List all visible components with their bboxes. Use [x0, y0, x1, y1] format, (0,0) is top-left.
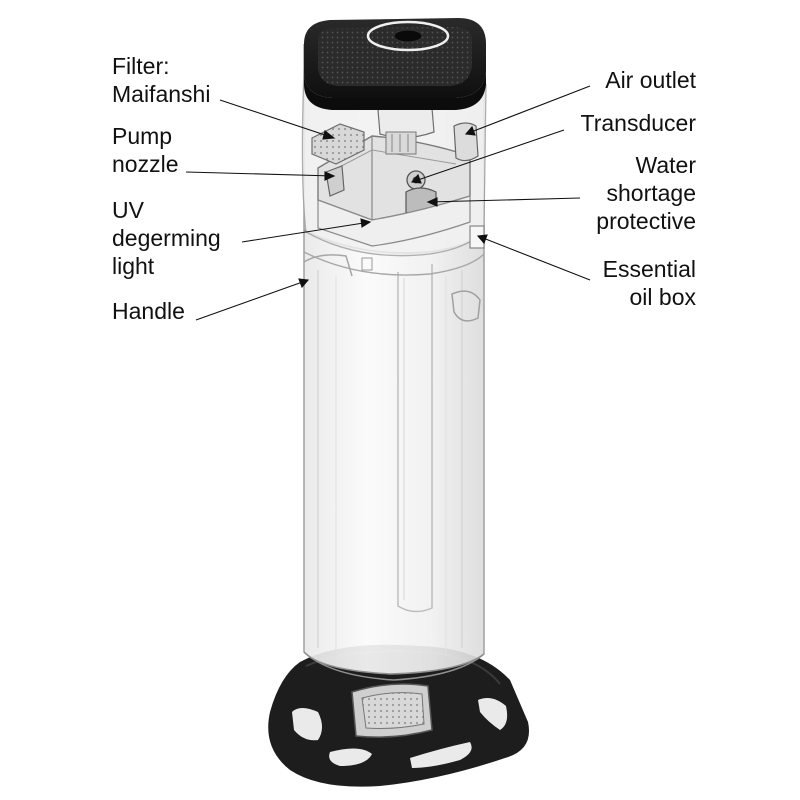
leader-handle [195, 278, 310, 321]
label-water-line1: Water [635, 152, 697, 178]
upper-mechanism [301, 69, 487, 257]
label-uv-line3: light [112, 253, 155, 279]
label-filter: Filter: Maifanshi [112, 52, 210, 108]
label-uv-line1: UV [112, 197, 144, 223]
leader-pump [185, 171, 336, 181]
label-uv-line2: degerming [112, 225, 221, 251]
top-cap [304, 18, 486, 110]
label-uv-light: UV degerming light [112, 196, 221, 280]
leader-water [426, 197, 581, 207]
leader-transducer [410, 129, 565, 184]
label-pump-line2: nozzle [112, 151, 179, 177]
label-water-line3: protective [596, 208, 696, 234]
label-transducer: Transducer [581, 109, 696, 137]
label-air-outlet-line1: Air outlet [605, 67, 696, 93]
label-water-shortage: Water shortage protective [596, 151, 696, 235]
leader-air-outlet [464, 85, 591, 136]
base-plate [268, 644, 530, 787]
label-pump-nozzle: Pump nozzle [112, 122, 178, 178]
label-pump-line1: Pump [112, 123, 173, 149]
leader-lines [185, 85, 591, 321]
leader-oil [476, 234, 591, 281]
label-handle: Handle [112, 297, 185, 325]
label-oil-line2: oil box [629, 284, 696, 310]
label-filter-line1: Filter: [112, 53, 170, 79]
label-transducer-line1: Transducer [580, 110, 696, 136]
label-oil-line1: Essential [602, 256, 696, 282]
leader-uv [241, 218, 372, 243]
leader-filter [219, 99, 336, 140]
label-air-outlet: Air outlet [605, 66, 696, 94]
label-handle-line1: Handle [112, 298, 185, 324]
label-essential-oil-box: Essential oil box [603, 255, 696, 311]
label-filter-line2: Maifanshi [112, 81, 211, 107]
label-water-line2: shortage [606, 180, 696, 206]
